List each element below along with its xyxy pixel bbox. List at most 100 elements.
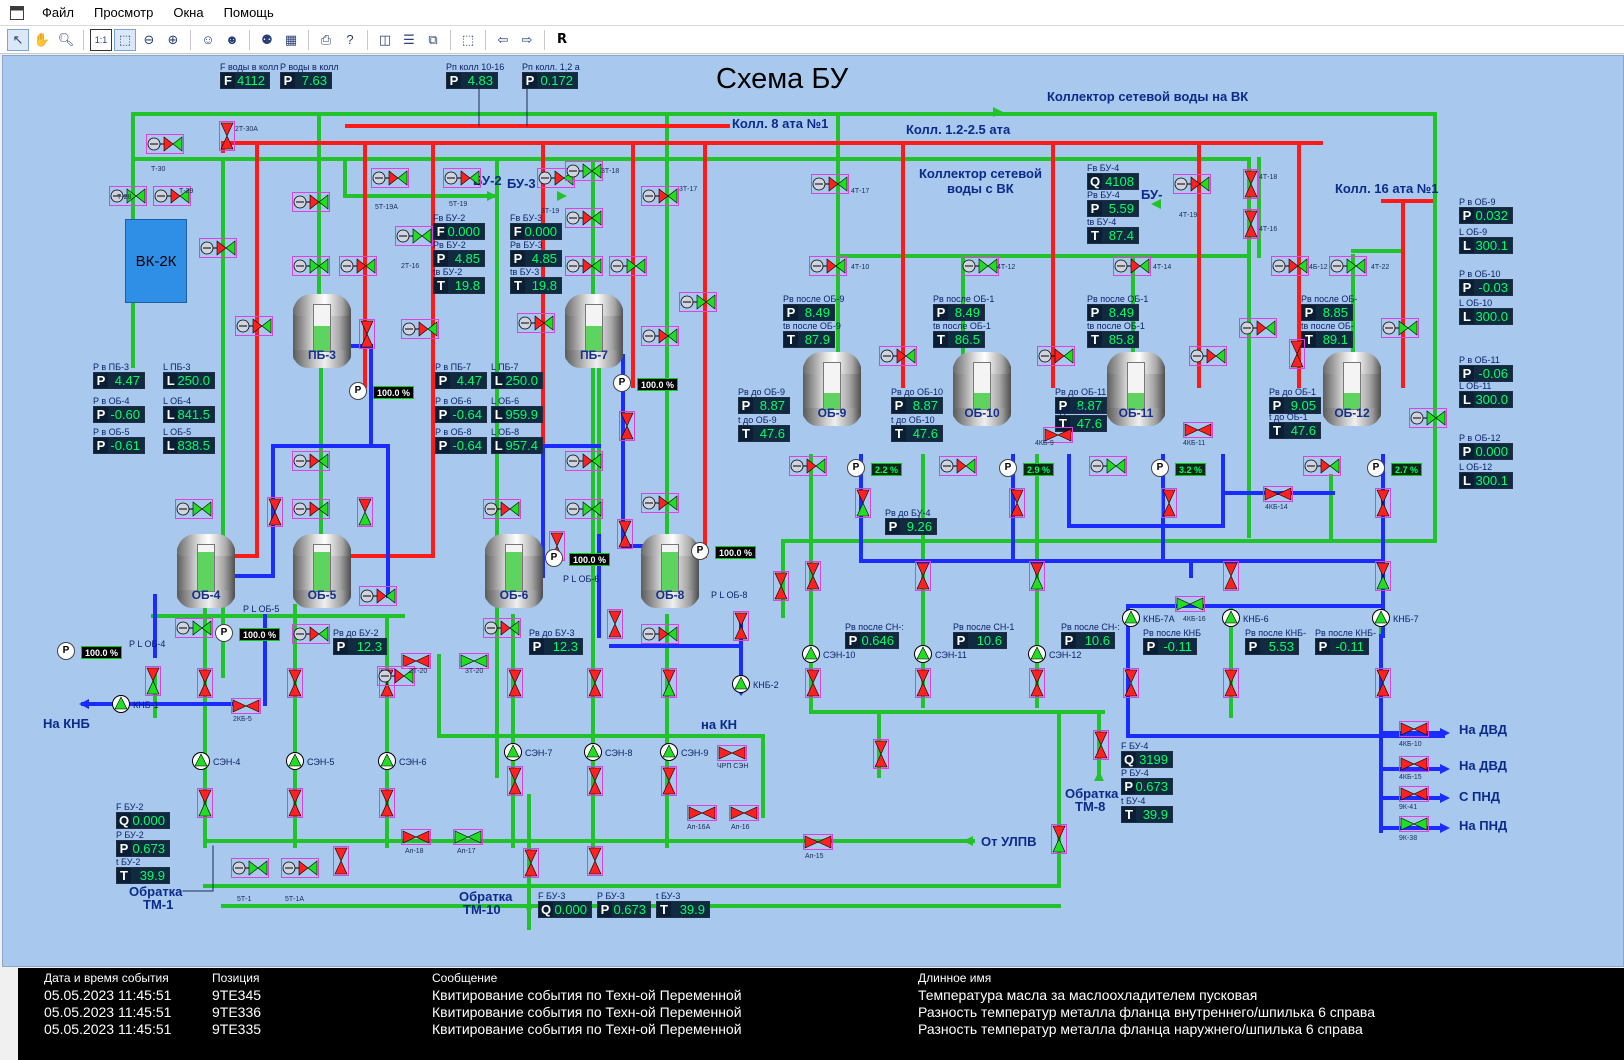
valve-vertical-icon[interactable] [805, 561, 821, 591]
pump-sen6-icon[interactable] [377, 751, 397, 771]
valve-vertical-icon[interactable] [873, 739, 889, 769]
pump-sen8-icon[interactable] [583, 742, 603, 762]
motor-valve-icon[interactable] [339, 256, 377, 276]
user-logout-icon[interactable]: ☻ [225, 32, 239, 47]
motor-valve-icon[interactable] [109, 186, 147, 206]
valve-vertical-icon[interactable] [197, 668, 213, 698]
pressure-control-button[interactable]: P [691, 542, 709, 560]
help-icon[interactable]: ? [346, 32, 354, 47]
menu-help[interactable]: Помощь [223, 5, 274, 20]
tank-ПБ-7[interactable]: ПБ-7 [561, 294, 627, 372]
refresh-r-button[interactable]: R [556, 32, 567, 47]
tank-ОБ-10[interactable]: ОБ-10 [949, 352, 1015, 430]
motor-valve-icon[interactable] [146, 134, 184, 154]
pressure-control-button[interactable]: P [545, 549, 563, 567]
valve-vertical-icon[interactable] [219, 121, 235, 151]
valve-vertical-icon[interactable] [607, 609, 623, 639]
user-login-icon[interactable]: ☺ [201, 32, 215, 47]
motor-valve-icon[interactable] [443, 168, 481, 188]
valve-vertical-icon[interactable] [333, 846, 349, 876]
motor-valve-icon[interactable] [231, 858, 269, 878]
valve-vertical-icon[interactable] [1375, 668, 1391, 698]
valve-vertical-icon[interactable] [1223, 561, 1239, 591]
valve-horizontal-icon[interactable] [401, 829, 431, 845]
event-row[interactable]: 05.05.2023 11:45:51 9ТЕ335 Квитирование … [18, 1021, 1624, 1038]
valve-horizontal-icon[interactable] [1183, 422, 1213, 438]
valve-vertical-icon[interactable] [145, 666, 161, 696]
valve-horizontal-icon[interactable] [1175, 596, 1205, 612]
pressure-control-button[interactable]: P [349, 382, 367, 400]
window-cascade-icon[interactable]: ⧉ [428, 31, 438, 47]
pressure-control-button[interactable]: P [57, 642, 75, 660]
valve-vertical-icon[interactable] [733, 611, 749, 641]
zoom-out-icon[interactable]: ⊖ [143, 31, 155, 47]
pump-sen4-icon[interactable] [191, 751, 211, 771]
valve-horizontal-icon[interactable] [231, 698, 261, 714]
motor-valve-icon[interactable] [811, 174, 849, 194]
motor-valve-icon[interactable] [175, 618, 213, 638]
motor-valve-icon[interactable] [641, 624, 679, 644]
valve-horizontal-icon[interactable] [729, 805, 759, 821]
valve-vertical-icon[interactable] [359, 319, 375, 349]
motor-valve-icon[interactable] [1189, 346, 1227, 366]
motor-valve-icon[interactable] [395, 226, 433, 246]
pressure-control-button[interactable]: P [1367, 459, 1385, 477]
tank-ОБ-12[interactable]: ОБ-12 [1319, 352, 1385, 430]
valve-vertical-icon[interactable] [1123, 668, 1139, 698]
menu-view[interactable]: Просмотр [93, 5, 154, 20]
tank-ОБ-6[interactable]: ОБ-6 [481, 534, 547, 612]
motor-valve-icon[interactable] [483, 499, 521, 519]
indicator-rv-posle-knb-c[interactable]: Pв после КНБ-P-0.11 [1315, 628, 1376, 655]
valve-vertical-icon[interactable] [1161, 488, 1177, 518]
valve-vertical-icon[interactable] [1375, 561, 1391, 591]
motor-valve-icon[interactable] [1329, 256, 1367, 276]
tank-ОБ-9[interactable]: ОБ-9 [799, 352, 865, 430]
pump-knb7a-icon[interactable] [1121, 608, 1141, 628]
valve-vertical-icon[interactable] [1029, 668, 1045, 698]
motor-valve-icon[interactable] [377, 666, 415, 686]
valve-vertical-icon[interactable] [1051, 824, 1067, 854]
motor-valve-icon[interactable] [1303, 456, 1341, 476]
pump-sen11-icon[interactable] [913, 644, 933, 664]
valve-vertical-icon[interactable] [1289, 339, 1305, 369]
valve-vertical-icon[interactable] [1093, 730, 1109, 760]
event-row[interactable]: 05.05.2023 11:45:51 9ТЕ336 Квитирование … [18, 1004, 1624, 1021]
valve-vertical-icon[interactable] [619, 411, 635, 441]
valve-vertical-icon[interactable] [1243, 209, 1259, 239]
col-message[interactable]: Сообщение [432, 971, 498, 985]
motor-valve-icon[interactable] [565, 208, 603, 228]
valve-vertical-icon[interactable] [379, 788, 395, 818]
pump-sen5-icon[interactable] [285, 751, 305, 771]
table-icon[interactable]: ▦ [284, 31, 298, 47]
